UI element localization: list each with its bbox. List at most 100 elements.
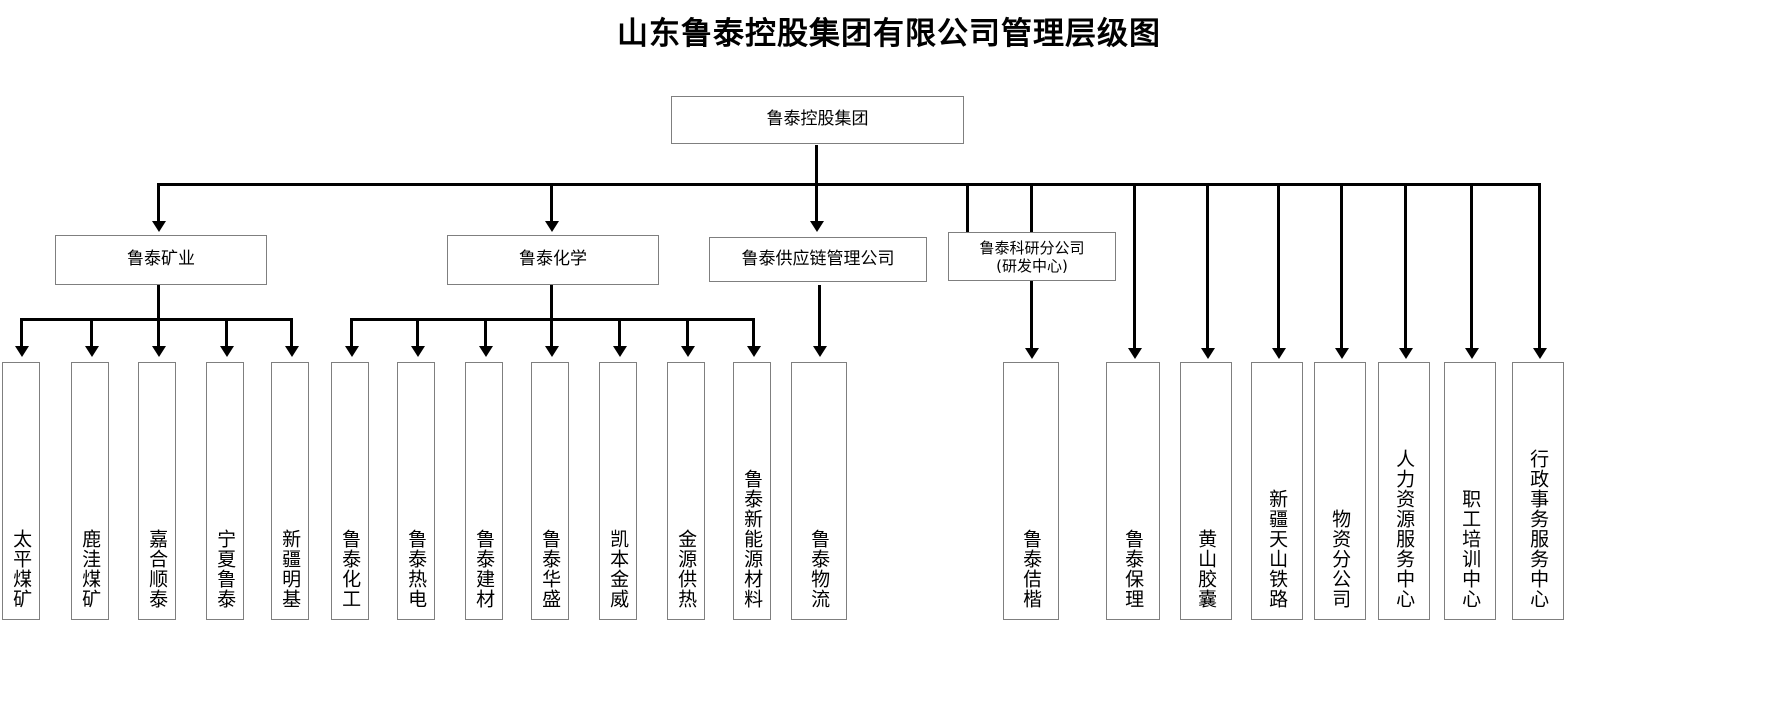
connector-drop-direct-7	[1470, 183, 1473, 353]
arrow-chem-child-7	[747, 346, 761, 357]
arrow-direct-4	[1272, 348, 1286, 359]
arrow-direct-3	[1201, 348, 1215, 359]
node-label: 职工培训中心	[1459, 489, 1482, 609]
connector-mining-stem	[157, 285, 160, 320]
node-label: 鲁泰建材	[473, 529, 496, 609]
node-ningxia-lutai[interactable]: 宁夏鲁泰	[206, 362, 244, 620]
connector-root-stem	[815, 145, 818, 185]
node-admin-service-center[interactable]: 行政事务服务中心	[1512, 362, 1564, 620]
arrow-direct-1	[1025, 348, 1039, 359]
node-label: 黄山胶囊	[1195, 529, 1218, 609]
node-lutai-logistics[interactable]: 鲁泰物流	[791, 362, 847, 620]
node-label: 鲁泰物流	[808, 529, 831, 609]
arrow-mining	[152, 221, 166, 232]
connector-drop-chemistry	[550, 183, 553, 227]
node-label: 鲁泰佶楷	[1020, 529, 1043, 609]
node-label: 凯本金威	[607, 529, 630, 609]
connector-level2-bus	[157, 183, 1541, 186]
node-lutai-huasheng[interactable]: 鲁泰华盛	[531, 362, 569, 620]
arrow-chem-child-1	[345, 346, 359, 357]
node-label: 宁夏鲁泰	[214, 529, 237, 609]
connector-chem-child-3	[484, 318, 487, 350]
connector-chem-child-4	[550, 318, 553, 350]
arrow-chem-child-4	[545, 346, 559, 357]
connector-drop-research	[966, 183, 969, 232]
arrow-mining-child-5	[285, 346, 299, 357]
connector-mining-child-1	[20, 318, 23, 350]
connector-drop-direct-5	[1340, 183, 1343, 353]
node-jinyuan-heating[interactable]: 金源供热	[667, 362, 705, 620]
page-title: 山东鲁泰控股集团有限公司管理层级图	[617, 16, 1161, 52]
node-label: 鲁泰保理	[1122, 529, 1145, 609]
node-lutai-jiekai[interactable]: 鲁泰佶楷	[1003, 362, 1059, 620]
arrow-mining-child-2	[85, 346, 99, 357]
node-taiping-coal[interactable]: 太平煤矿	[2, 362, 40, 620]
node-label: 鲁泰热电	[405, 529, 428, 609]
arrow-chem-child-3	[479, 346, 493, 357]
connector-drop-direct-4	[1277, 183, 1280, 353]
connector-mining-bus	[20, 318, 293, 321]
node-label: 新疆天山铁路	[1266, 489, 1289, 609]
connector-drop-supplychain	[815, 183, 818, 227]
node-root[interactable]: 鲁泰控股集团	[671, 96, 964, 144]
node-root-label: 鲁泰控股集团	[766, 109, 869, 130]
arrow-chem-child-6	[681, 346, 695, 357]
node-xinjiang-mingji[interactable]: 新疆明基	[271, 362, 309, 620]
connector-drop-mining	[157, 183, 160, 227]
node-label: 鹿洼煤矿	[79, 529, 102, 609]
node-xinjiang-tianshan-railway[interactable]: 新疆天山铁路	[1251, 362, 1303, 620]
arrow-direct-8	[1533, 348, 1547, 359]
node-lutai-factoring[interactable]: 鲁泰保理	[1106, 362, 1160, 620]
arrow-direct-6	[1399, 348, 1413, 359]
node-lutai-thermal-power[interactable]: 鲁泰热电	[397, 362, 435, 620]
arrow-mining-child-3	[152, 346, 166, 357]
arrow-direct-2	[1128, 348, 1142, 359]
node-mining-label: 鲁泰矿业	[127, 249, 195, 270]
node-research-sublabel: (研发中心)	[996, 256, 1068, 275]
node-materials-branch[interactable]: 物资分公司	[1314, 362, 1366, 620]
arrow-chem-child-2	[411, 346, 425, 357]
node-mining[interactable]: 鲁泰矿业	[55, 235, 267, 285]
node-label: 鲁泰华盛	[539, 529, 562, 609]
node-jiaheshuntai[interactable]: 嘉合顺泰	[138, 362, 176, 620]
node-label: 金源供热	[675, 529, 698, 609]
node-label: 新疆明基	[279, 529, 302, 609]
arrow-mining-child-1	[15, 346, 29, 357]
connector-chem-child-2	[416, 318, 419, 350]
connector-mining-child-4	[225, 318, 228, 350]
connector-drop-direct-3	[1206, 183, 1209, 353]
connector-drop-direct-2	[1133, 183, 1136, 353]
node-supplychain[interactable]: 鲁泰供应链管理公司	[709, 237, 927, 282]
node-lutai-new-energy-materials[interactable]: 鲁泰新能源材料	[733, 362, 771, 620]
connector-drop-direct-8	[1538, 183, 1541, 353]
node-label: 太平煤矿	[10, 529, 33, 609]
node-lutai-building-materials[interactable]: 鲁泰建材	[465, 362, 503, 620]
arrow-direct-5	[1335, 348, 1349, 359]
node-label: 物资分公司	[1329, 509, 1352, 609]
node-hr-service-center[interactable]: 人力资源服务中心	[1378, 362, 1430, 620]
node-supplychain-label: 鲁泰供应链管理公司	[741, 248, 895, 269]
connector-chem-child-1	[350, 318, 353, 350]
node-chemistry-label: 鲁泰化学	[519, 249, 587, 270]
node-luwa-coal[interactable]: 鹿洼煤矿	[71, 362, 109, 620]
arrow-mining-child-4	[220, 346, 234, 357]
node-label: 鲁泰新能源材料	[741, 469, 764, 609]
arrow-chemistry	[545, 221, 559, 232]
node-lutai-chemical[interactable]: 鲁泰化工	[331, 362, 369, 620]
node-research[interactable]: 鲁泰科研分公司 (研发中心)	[948, 232, 1116, 281]
connector-mining-child-2	[90, 318, 93, 350]
arrow-direct-7	[1465, 348, 1479, 359]
node-label: 行政事务服务中心	[1527, 449, 1550, 609]
node-huangshan-capsule[interactable]: 黄山胶囊	[1180, 362, 1232, 620]
node-kaiben-jinwei[interactable]: 凯本金威	[599, 362, 637, 620]
connector-mining-child-5	[290, 318, 293, 350]
connector-chem-child-7	[752, 318, 755, 350]
connector-drop-direct-6	[1404, 183, 1407, 353]
connector-chemistry-stem	[550, 285, 553, 320]
node-staff-training-center[interactable]: 职工培训中心	[1444, 362, 1496, 620]
node-chemistry[interactable]: 鲁泰化学	[447, 235, 659, 285]
connector-chem-child-5	[618, 318, 621, 350]
arrow-logistics	[813, 346, 827, 357]
node-research-label: 鲁泰科研分公司	[979, 238, 1085, 257]
